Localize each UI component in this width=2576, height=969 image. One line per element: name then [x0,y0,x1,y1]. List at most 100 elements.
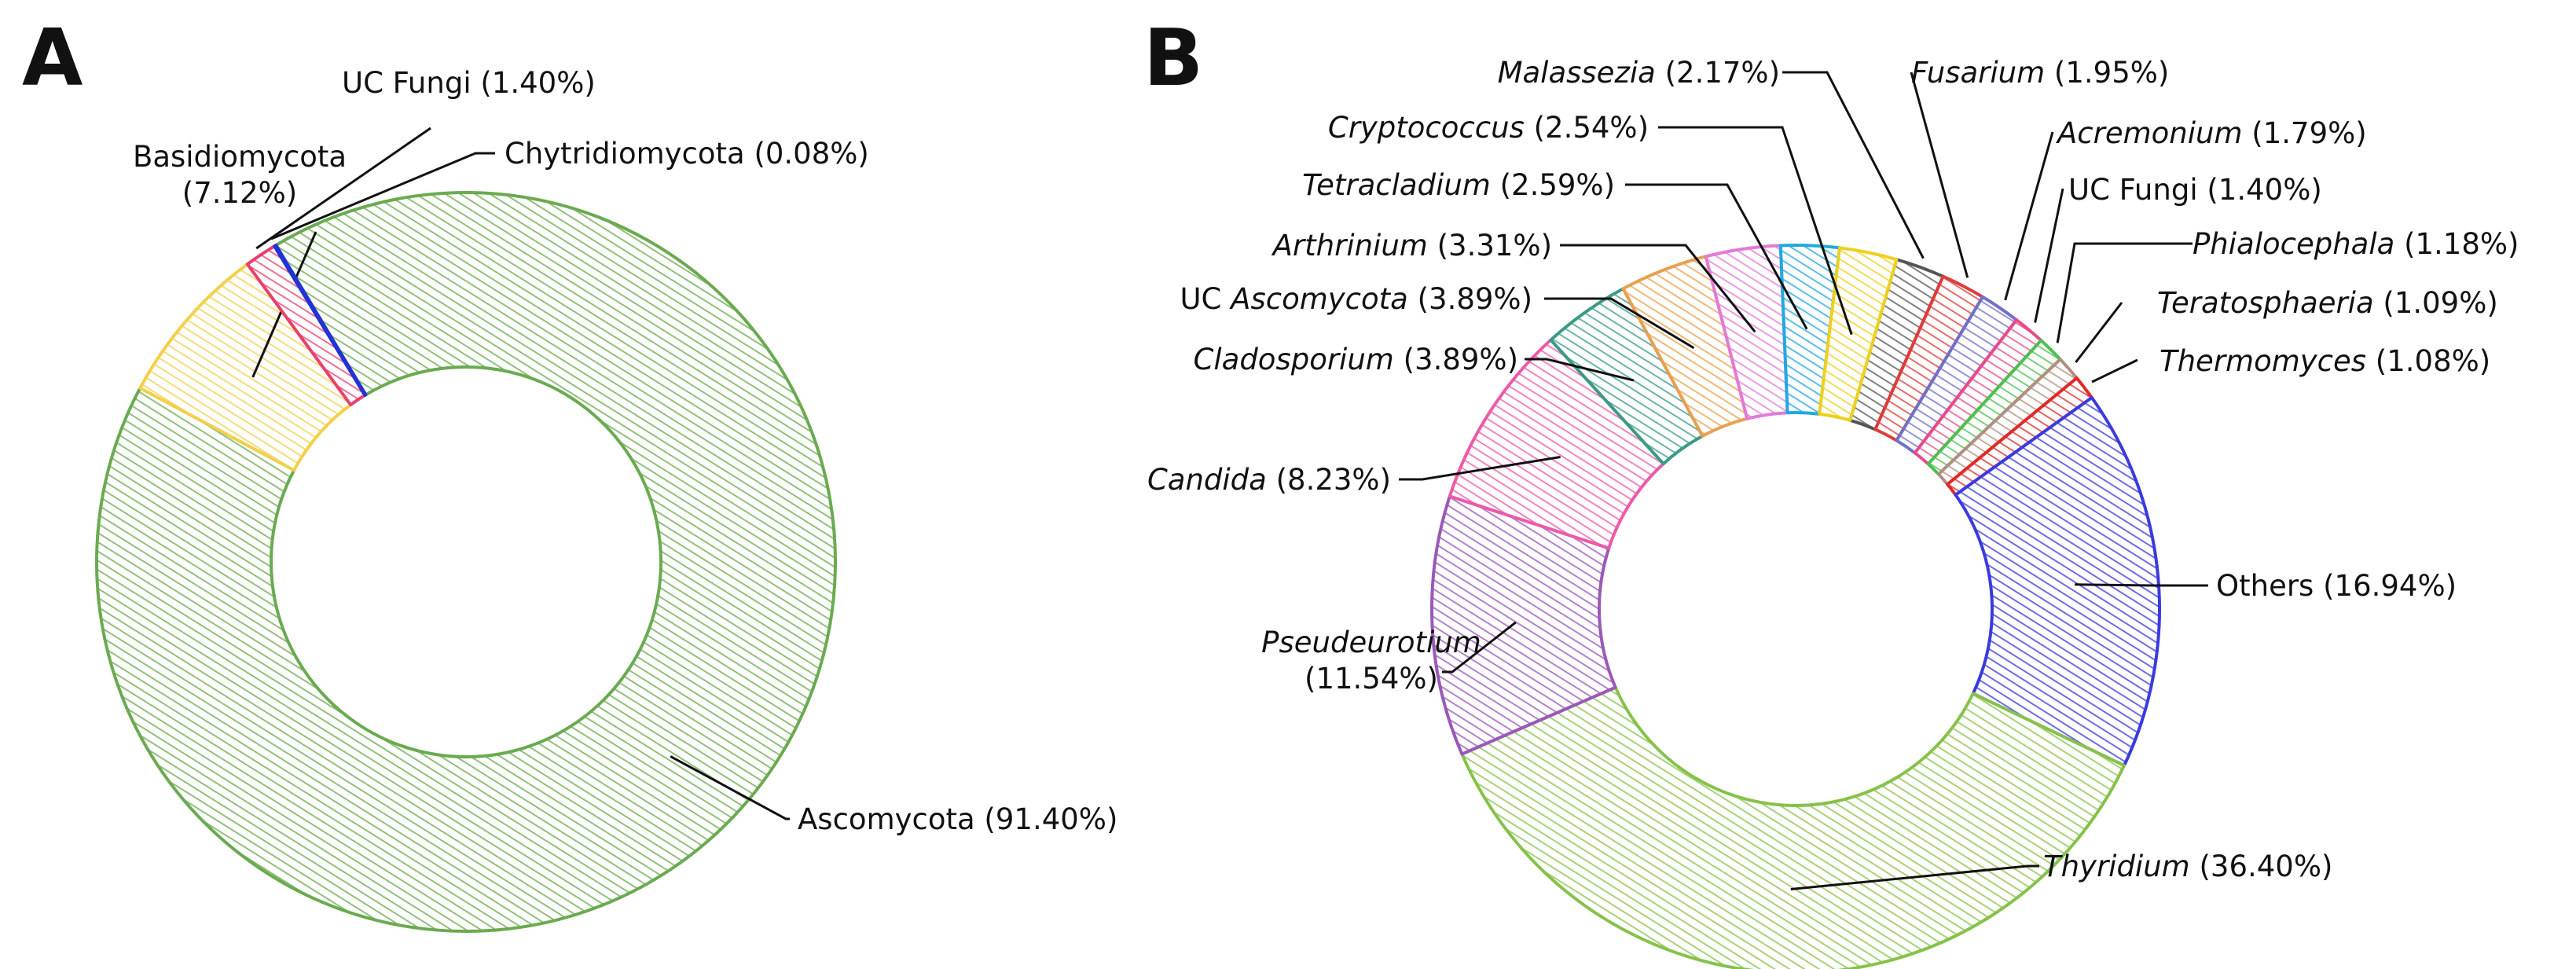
donut-chart-b: Malassezia (2.17%) Fusarium (1.95%) Acremo… [1147,56,2519,969]
slice-name: Tetracladium [1302,168,1491,202]
a-leader-uc-fungi [255,127,431,250]
b-slice-cladosporium: Cladosporium (3.89%) [1194,287,1704,466]
b-slice-tetracladium: Tetracladium (2.59%) [1302,168,1842,416]
b-label-phialocephala: Phialocephala (1.18%) [2193,227,2519,261]
slice-percent: (16.94%) [2314,569,2457,603]
slice-percent: (7.12%) [182,176,297,210]
slice-prefix: UC [1180,282,1231,316]
a-slice-ascomycota: Ascomycota (91.40%) [95,191,1117,933]
slice-name: Ascomycota [1229,282,1408,316]
slice-name: Phialocephala [2193,227,2394,261]
panel-a-letter: A [22,12,83,104]
slice-percent: (3.89%) [1408,282,1532,316]
b-leader-acremonium [2004,131,2054,301]
b-slice-shape-cryptococcus [1818,246,1899,422]
b-slice-teratosphaeria: Teratosphaeria (1.09%) [1936,286,2498,486]
b-label-teratosphaeria: Teratosphaeria (1.09%) [2157,286,2498,320]
b-slice-thermomyces: Thermomyces (1.08%) [1946,344,2490,497]
slice-percent: (91.40%) [975,802,1118,836]
slice-name: Chytridiomycota [505,137,745,171]
a-leader-chytridiomycota [270,152,495,240]
slice-name: Others [2216,569,2314,603]
slice-name: Teratosphaeria [2157,286,2374,320]
b-leader-pseudeurotium [1442,621,1517,674]
b-slice-acremonium: Acremonium (1.79%) [1895,116,2367,455]
b-label-tetracladium: Tetracladium (2.59%) [1302,168,1615,202]
slice-percent: (11.54%) [1305,662,1438,696]
a-label-ascomycota: Ascomycota (91.40%) [798,802,1117,836]
b-label-thermomyces: Thermomyces (1.08%) [2160,344,2490,378]
b-leader-cryptococcus [1658,126,1853,336]
b-slice-shape-thyridium [1460,685,2126,969]
slice-name: Acremonium [2056,116,2243,150]
a-label-uc-fungi: UC Fungi (1.40%) [342,66,596,100]
b-label-candida: Candida (8.23%) [1147,463,1391,497]
slice-name: Fusarium [1911,56,2045,90]
slice-name: Cryptococcus [1328,111,1525,145]
b-leader-arthrinium [1560,244,1756,333]
b-leader-phialocephala [2056,242,2193,343]
b-slice-phialocephala: Phialocephala (1.18%) [1926,227,2519,476]
a-slice-uc-fungi: UC Fungi (1.40%) [245,66,596,407]
b-slice-shape-pseudeurotium [1430,494,1617,756]
donut-chart-a: Ascomycota (91.40%) Basidiomycota(7.12%) U… [95,66,1117,933]
b-leader-uc-fungi [2034,188,2064,323]
b-slice-others: Others (16.94%) [1954,395,2457,768]
a-slice-chytridiomycota: Chytridiomycota (0.08%) [270,137,869,397]
b-leader-uc-ascomycota [1544,297,1695,350]
a-label-basidiomycota: Basidiomycota(7.12%) [133,140,347,210]
b-leader-teratosphaeria [2075,302,2123,363]
b-leader-cladosporium [1525,358,1635,382]
slice-name: UC Fungi [342,66,472,100]
b-leader-malassezia [1782,71,1925,259]
b-slice-pseudeurotium: Pseudeurotium(11.54%) [1261,494,1617,756]
b-slice-fusarium: Fusarium (1.95%) [1873,56,2169,442]
slice-percent: (2.17%) [1656,56,1780,90]
a-slice-shape-chytridiomycota [273,243,368,397]
b-slice-cryptococcus: Cryptococcus (2.54%) [1328,111,1899,422]
b-leader-thermomyces [2091,358,2138,384]
slice-percent: (2.54%) [1525,111,1649,145]
slice-percent: (1.95%) [2045,56,2169,90]
slice-percent: (3.31%) [1428,229,1552,262]
slice-percent: (36.40%) [2190,850,2333,883]
slice-percent: (1.18%) [2394,227,2519,261]
slice-name: Basidiomycota [133,140,347,174]
b-slice-uc-fungi: UC Fungi (1.40%) [1913,173,2322,466]
b-label-cryptococcus: Cryptococcus (2.54%) [1328,111,1649,145]
slice-name: Candida [1147,463,1267,497]
slice-name: Thermomyces [2160,344,2366,378]
b-label-acremonium: Acremonium (1.79%) [2056,116,2367,150]
slice-name: Thyridium [2043,850,2190,883]
slice-name: Cladosporium [1194,343,1394,376]
slice-name: Ascomycota [798,802,975,836]
slice-name: UC Fungi [2068,173,2198,207]
b-label-fusarium: Fusarium (1.95%) [1911,56,2169,90]
b-leader-fusarium [1910,72,1969,278]
slice-percent: (1.79%) [2243,116,2367,150]
a-slice-basidiomycota: Basidiomycota(7.12%) [133,140,353,472]
slice-percent: (1.40%) [2198,173,2322,207]
b-slice-malassezia: Malassezia (2.17%) [1498,56,1945,431]
slice-name: Malassezia [1498,56,1656,90]
a-slice-shape-ascomycota [95,191,837,933]
slice-percent: (1.40%) [472,66,596,100]
b-label-malassezia: Malassezia (2.17%) [1498,56,1780,90]
b-slice-uc-ascomycota: UC Ascomycota (3.89%) [1180,255,1749,438]
b-label-others: Others (16.94%) [2216,569,2457,603]
slice-percent: (1.09%) [2374,286,2498,320]
b-leader-thyridium [1790,864,2039,890]
b-slice-arthrinium: Arthrinium (3.31%) [1271,229,1789,420]
b-label-pseudeurotium: Pseudeurotium(11.54%) [1261,626,1481,696]
b-leader-candida [1399,455,1561,481]
b-label-arthrinium: Arthrinium (3.31%) [1271,229,1552,262]
a-label-chytridiomycota: Chytridiomycota (0.08%) [505,137,869,171]
b-label-uc-fungi: UC Fungi (1.40%) [2068,173,2322,207]
slice-name: Pseudeurotium [1261,626,1481,659]
b-label-cladosporium: Cladosporium (3.89%) [1194,343,1518,376]
b-label-thyridium: Thyridium (36.40%) [2043,850,2332,883]
b-slice-candida: Candida (8.23%) [1147,338,1665,550]
slice-percent: (3.89%) [1394,343,1518,376]
a-leader-ascomycota [670,755,790,820]
